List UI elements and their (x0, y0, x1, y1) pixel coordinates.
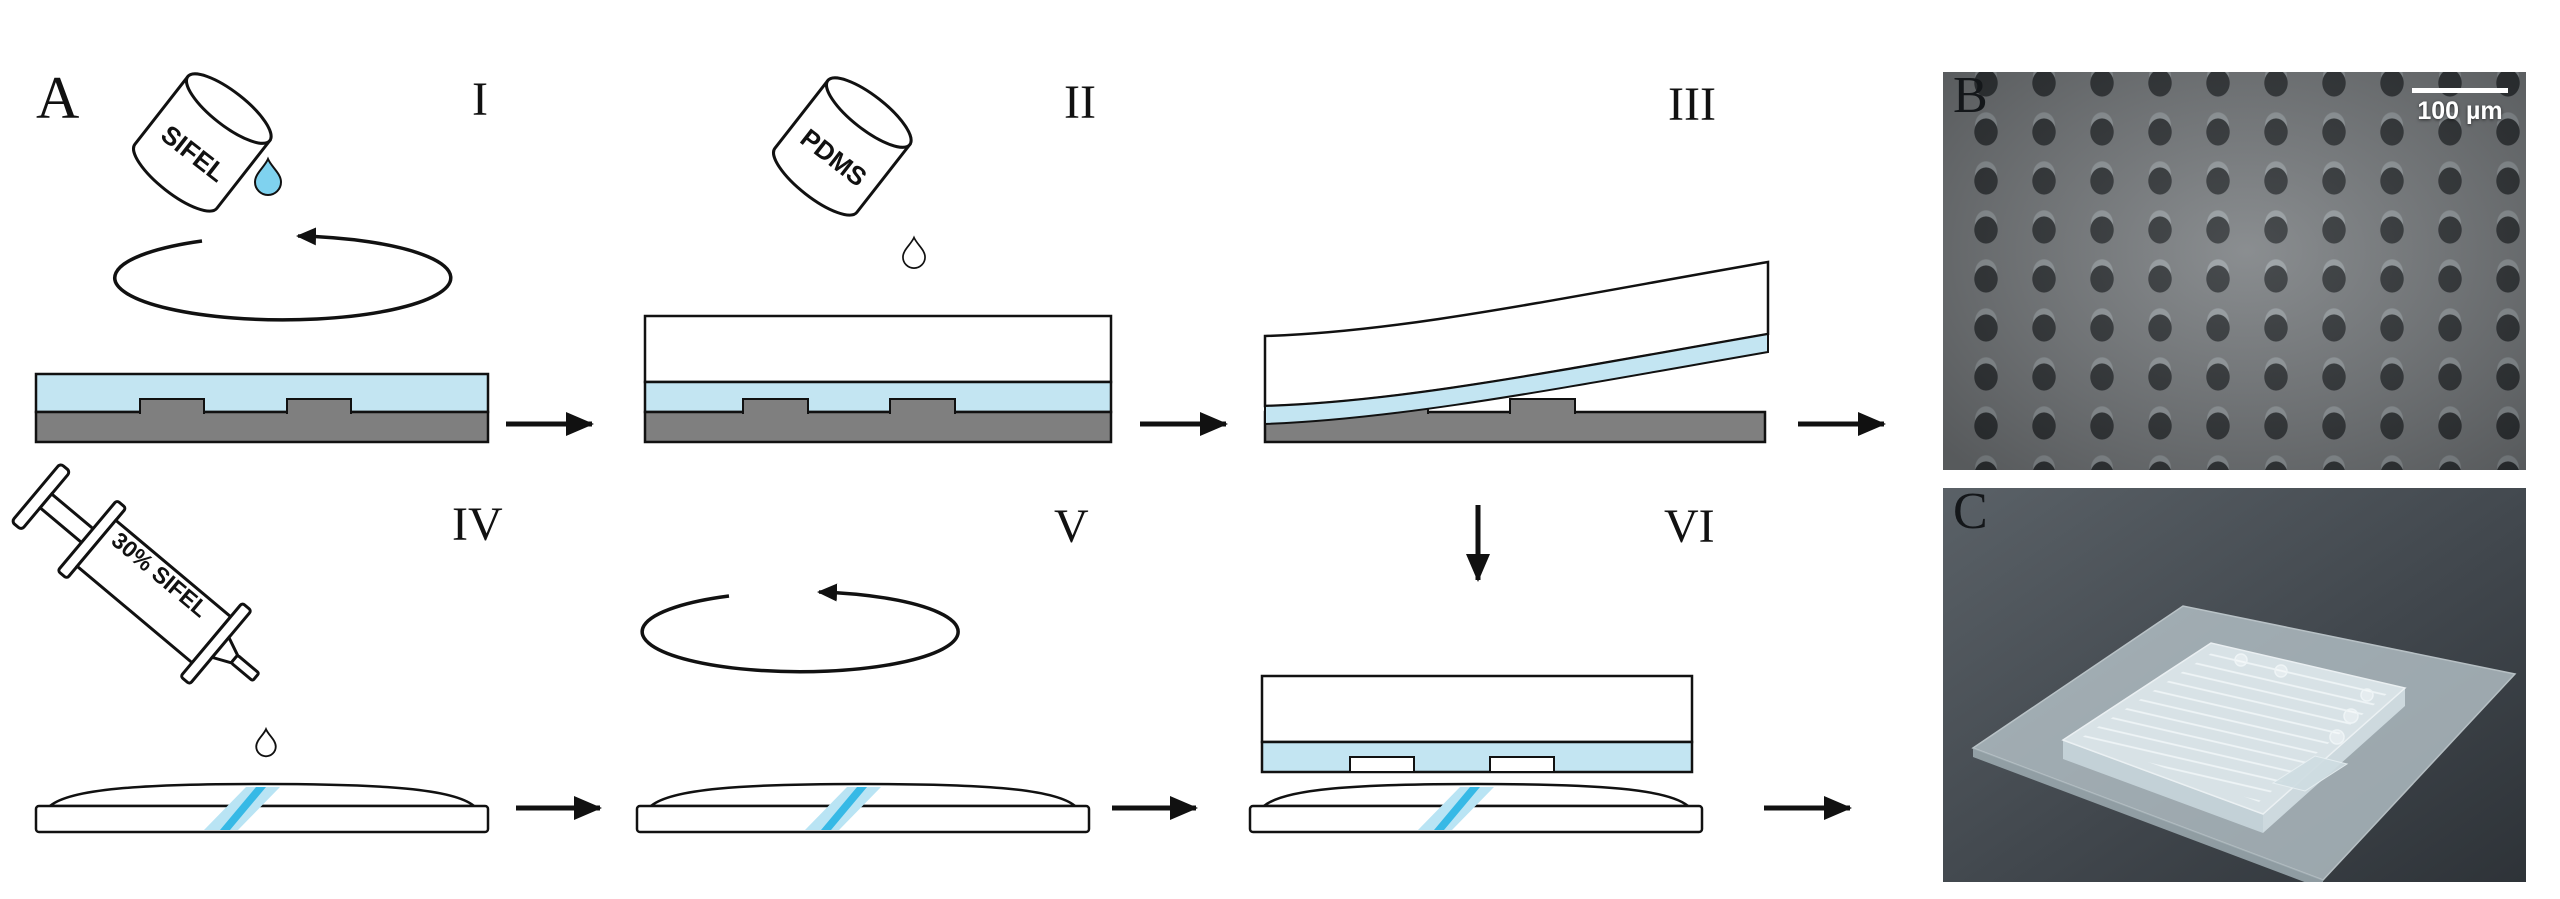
chip-pad (2271, 755, 2349, 792)
mold-bump (139, 398, 205, 414)
mold-base (643, 410, 1113, 444)
scale-bar-line (2412, 88, 2508, 93)
syringe-barrel (75, 518, 233, 665)
mold-bump (286, 398, 352, 414)
channel-notch (1489, 756, 1555, 773)
panel-b-sem-image: B 100 µm (1943, 72, 2526, 470)
port-hole (2329, 729, 2345, 745)
pdms-drop-icon (902, 236, 926, 269)
mold-base (1263, 410, 1767, 444)
step-i-numeral: I (472, 73, 488, 126)
spin-arrow-icon (640, 583, 960, 674)
port-hole (2234, 653, 2248, 667)
port-hole (2360, 688, 2374, 702)
coated-substrate-step-v (635, 782, 1091, 834)
syringe-drop-icon (255, 728, 277, 758)
pdms-slab (643, 314, 1113, 384)
mold-step-i (34, 372, 490, 444)
panel-a-schematic: A I II III IV V VI SIFEL PDMS (11, 61, 1886, 834)
syringe-needle (230, 654, 260, 682)
mold-base (34, 410, 490, 444)
step-iv-numeral: IV (452, 498, 503, 551)
coated-substrate-step-iv (34, 782, 490, 834)
channel-notch (1349, 756, 1415, 773)
spin-arrow-icon (113, 227, 453, 322)
mold-bump (889, 398, 956, 414)
micropillar-array-image (1943, 72, 2526, 470)
sifel-layer (643, 380, 1113, 414)
step-vi-numeral: VI (1664, 500, 1715, 553)
sifel-layer (34, 372, 490, 414)
port-hole (2343, 708, 2359, 724)
serpentine-channels (2081, 652, 2389, 802)
sifel-drop-icon (254, 158, 282, 196)
scale-bar: 100 µm (2412, 88, 2508, 126)
mold-bump (742, 398, 809, 414)
panel-b-label: B (1953, 72, 1988, 124)
peel-step-iii (1263, 260, 1770, 444)
port-hole (2274, 664, 2288, 678)
coated-substrate (1248, 782, 1704, 834)
glass-slide-edge (1973, 748, 2323, 882)
mold-bump (1509, 398, 1576, 414)
chip-left-side (2063, 740, 2263, 833)
step-iii-numeral: III (1668, 78, 1716, 131)
panel-a-label: A (36, 65, 79, 131)
device-photo-graphic (1943, 488, 2526, 882)
bonded-device-step-vi (1248, 674, 1704, 834)
panel-c-device-photo: C (1943, 488, 2526, 882)
scale-bar-label: 100 µm (2417, 97, 2503, 125)
step-v-numeral: V (1054, 500, 1089, 553)
mold-step-ii (643, 314, 1113, 444)
syringe-icon: 30% SIFEL (11, 463, 260, 685)
pdms-cup-icon: PDMS (762, 65, 922, 228)
step-ii-numeral: II (1064, 76, 1096, 129)
pdms-slab (1260, 674, 1694, 744)
sifel-cup-icon: SIFEL (122, 61, 282, 224)
panel-c-label: C (1953, 488, 1988, 540)
sifel-layer (1260, 740, 1694, 774)
peeled-sifel-layer (1264, 332, 1769, 426)
